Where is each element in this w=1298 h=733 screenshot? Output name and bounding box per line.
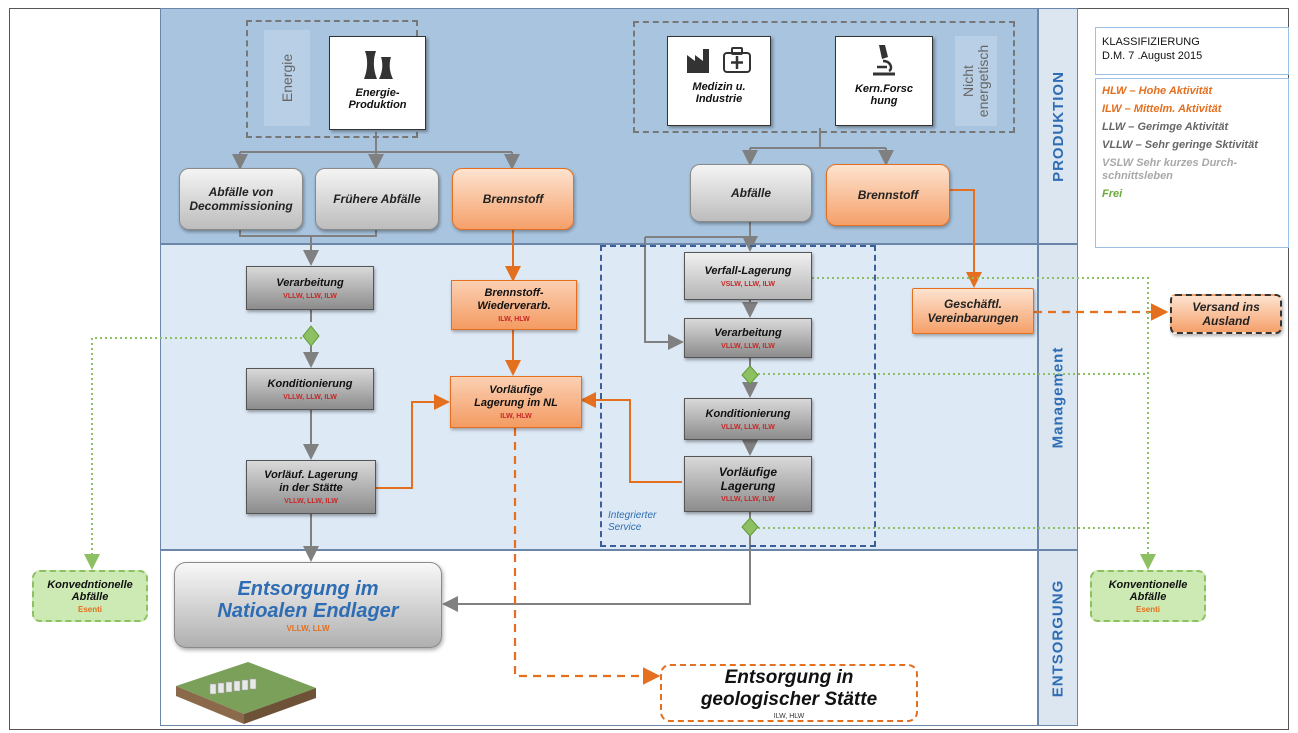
versand-ausland-box: Versand ins Ausland <box>1170 294 1282 334</box>
konventionelle-abfaelle-left-title: Konvedntionelle Abfälle <box>47 578 133 603</box>
medical-kit-icon <box>723 47 751 73</box>
geschaeftl-vereinbarungen-text: Geschäftl. Vereinbarungen <box>927 297 1019 325</box>
endlager-illustration <box>176 662 316 724</box>
entsorgung-geologisch-classes: ILW, HLW <box>773 712 805 720</box>
factory-icon <box>687 49 709 73</box>
vorlaeufige-lagerung-right-box: Vorläufige Lagerung VLLW, LLW, ILW <box>684 456 812 512</box>
nicht-energetisch-group <box>633 21 1015 133</box>
vorlaeufige-lagerung-right-title: Vorläufige Lagerung <box>718 465 778 493</box>
konditionierung-left-classes: VLLW, LLW, ILW <box>283 393 337 401</box>
entsorgung-national-classes: VLLW, LLW <box>286 623 330 633</box>
legend-item: VSLW Sehr kurzes Durch-schnittsleben <box>1102 157 1238 182</box>
verarbeitung-left-classes: VLLW, LLW, ILW <box>283 292 337 300</box>
brennstoff-left-text: Brennstoff <box>482 192 544 206</box>
abfaelle-decommissioning-box: Abfälle von Decommissioning <box>179 168 303 230</box>
legend-item: LLW – Gerimge Aktivität <box>1102 121 1229 133</box>
legend-item: VLLW – Sehr geringe Sktivität <box>1102 139 1258 151</box>
vorlaeufige-lagerung-nl-box: Vorläufige Lagerung im NL ILW, HLW <box>450 376 582 428</box>
integrierter-service-box <box>600 245 876 547</box>
entsorgung-national-box: Entsorgung im Natioalen Endlager VLLW, L… <box>174 562 442 648</box>
brennstoff-right-box: Brennstoff <box>826 164 950 226</box>
abfaelle-right-box: Abfälle <box>690 164 812 222</box>
kern-forschung-text: Kern.Forsc hung <box>854 83 914 107</box>
legend-item: ILW – Mittelm. Aktivität <box>1102 103 1222 115</box>
konventionelle-abfaelle-right-title: Konventionelle Abfälle <box>1108 578 1188 603</box>
fruehere-abfaelle-text: Frühere Abfälle <box>333 192 421 206</box>
energie-produktion-text: Energie- Produktion <box>348 87 407 111</box>
konventionelle-abfaelle-right-sub: Esenti <box>1135 604 1160 614</box>
classification-title: KLASSIFIZIERUNG <box>1102 36 1200 48</box>
verarbeitung-left-title: Verarbeitung <box>276 276 344 289</box>
verarbeitung-right-classes: VLLW, LLW, ILW <box>721 342 775 350</box>
verarbeitung-right-title: Verarbeitung <box>714 326 782 339</box>
energie-label: Energie <box>279 53 296 103</box>
verarbeitung-right-box: Verarbeitung VLLW, LLW, ILW <box>684 318 812 358</box>
geschaeftl-vereinbarungen-box: Geschäftl. Vereinbarungen <box>912 288 1034 334</box>
energie-label-box: Energie <box>264 30 310 126</box>
entsorgung-side-label: ENTSORGUNG <box>1038 550 1078 726</box>
integrierter-service-label: Integrierter Service <box>608 510 657 533</box>
konditionierung-right-classes: VLLW, LLW, ILW <box>721 423 775 431</box>
brennstoff-left-box: Brennstoff <box>452 168 574 230</box>
microscope-icon <box>873 45 895 76</box>
entsorgung-geologisch-title: Entsorgung in geologischer Stätte <box>700 666 878 710</box>
cooling-tower-icon <box>363 51 393 79</box>
decision-diamond-left <box>302 325 320 347</box>
production-side-label: PRODUKTION <box>1038 8 1078 244</box>
lagerung-staette-title: Vorläuf. Lagerung in der Stätte <box>264 469 358 494</box>
brennstoff-wiederverarbeitung-classes: ILW, HLW <box>498 316 530 323</box>
abfaelle-right-text: Abfälle <box>730 186 771 200</box>
konventionelle-abfaelle-right-box: Konventionelle Abfälle Esenti <box>1090 570 1206 622</box>
energie-produktion-box: Energie- Produktion <box>329 36 426 130</box>
versand-ausland-text: Versand ins Ausland <box>1192 300 1260 328</box>
konventionelle-abfaelle-left-box: Konvedntionelle Abfälle Esenti <box>32 570 148 622</box>
verfall-lagerung-title: Verfall-Lagerung <box>704 264 792 277</box>
lagerung-staette-box: Vorläuf. Lagerung in der Stätte VLLW, LL… <box>246 460 376 514</box>
medizin-industrie-text: Medizin u. Industrie <box>692 81 746 105</box>
verfall-lagerung-box: Verfall-Lagerung VSLW, LLW, ILW <box>684 252 812 300</box>
brennstoff-wiederverarbeitung-title: Brennstoff- Wiederverarb. <box>477 287 551 312</box>
entsorgung-national-title: Entsorgung im Natioalen Endlager <box>217 577 399 622</box>
decision-diamond-right-1 <box>741 365 759 385</box>
verfall-lagerung-classes: VSLW, LLW, ILW <box>720 280 776 288</box>
legend-item: Frei <box>1102 188 1123 200</box>
entsorgung-geologisch-box: Entsorgung in geologischer Stätte ILW, H… <box>660 664 918 722</box>
legend-item: HLW – Hohe Aktivität <box>1102 85 1213 97</box>
classification-header: KLASSIFIZIERUNG D.M. 7 .August 2015 <box>1095 27 1289 75</box>
brennstoff-wiederverarbeitung-box: Brennstoff- Wiederverarb. ILW, HLW <box>451 280 577 330</box>
konditionierung-right-box: Konditionierung VLLW, LLW, ILW <box>684 398 812 440</box>
verarbeitung-left-box: Verarbeitung VLLW, LLW, ILW <box>246 266 374 310</box>
nicht-energetisch-label-box: Nicht energetisch <box>955 36 997 126</box>
vorlaeufige-lagerung-nl-title: Vorläufige Lagerung im NL <box>474 384 558 409</box>
vorlaeufige-lagerung-right-classes: VLLW, LLW, ILW <box>721 496 775 503</box>
konditionierung-left-title: Konditionierung <box>267 377 353 390</box>
management-side-label: Management <box>1038 244 1078 550</box>
kern-forschung-box: Kern.Forsc hung <box>835 36 933 126</box>
decision-diamond-right-2 <box>741 517 759 537</box>
konditionierung-left-box: Konditionierung VLLW, LLW, ILW <box>246 368 374 410</box>
classification-subtitle: D.M. 7 .August 2015 <box>1102 50 1203 62</box>
konditionierung-right-title: Konditionierung <box>705 407 791 420</box>
lagerung-staette-classes: VLLW, LLW, ILW <box>284 498 338 505</box>
medizin-industrie-box: Medizin u. Industrie <box>667 36 771 126</box>
fruehere-abfaelle-box: Frühere Abfälle <box>315 168 439 230</box>
nicht-energetisch-label: Nicht energetisch <box>960 44 992 118</box>
vorlaeufige-lagerung-nl-classes: ILW, HLW <box>500 413 532 420</box>
brennstoff-right-text: Brennstoff <box>857 188 919 202</box>
konventionelle-abfaelle-left-sub: Esenti <box>77 604 102 614</box>
abfaelle-decommissioning-text: Abfälle von Decommissioning <box>189 185 293 213</box>
